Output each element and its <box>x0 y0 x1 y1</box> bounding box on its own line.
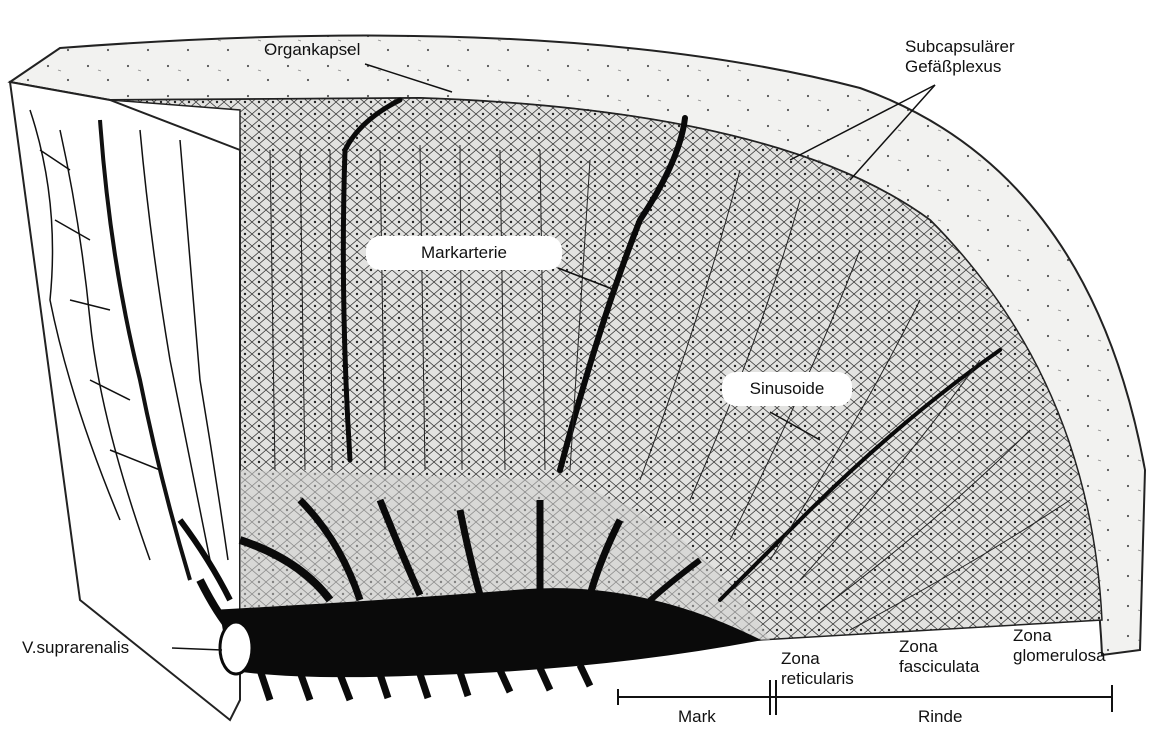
cut-surface-left <box>10 82 240 720</box>
v-suprarenalis-lumen <box>220 622 252 674</box>
zona-glomerulosa-label: Zona glomerulosa <box>1013 626 1106 666</box>
organkapsel-label: Organkapsel <box>264 40 360 60</box>
zona-fasciculata-label: Zona fasciculata <box>899 637 979 677</box>
zona-reticularis-line-2: reticularis <box>781 669 854 689</box>
rinde-label: Rinde <box>918 707 962 727</box>
zona-fasciculata-line-2: fasciculata <box>899 657 979 677</box>
subcapsular-line-2: Gefäßplexus <box>905 57 1015 77</box>
v-suprarenalis-label: V.suprarenalis <box>22 638 129 658</box>
mark-label: Mark <box>678 707 716 727</box>
zona-reticularis-line-1: Zona <box>781 649 854 669</box>
markarterie-label: Markarterie <box>366 236 562 270</box>
zona-glomerulosa-line-2: glomerulosa <box>1013 646 1106 666</box>
zona-fasciculata-line-1: Zona <box>899 637 979 657</box>
subcapsular-plexus-label: Subcapsulärer Gefäßplexus <box>905 37 1015 77</box>
zona-glomerulosa-line-1: Zona <box>1013 626 1106 646</box>
subcapsular-line-1: Subcapsulärer <box>905 37 1015 57</box>
sinusoide-label: Sinusoide <box>722 372 852 406</box>
zona-reticularis-label: Zona reticularis <box>781 649 854 689</box>
